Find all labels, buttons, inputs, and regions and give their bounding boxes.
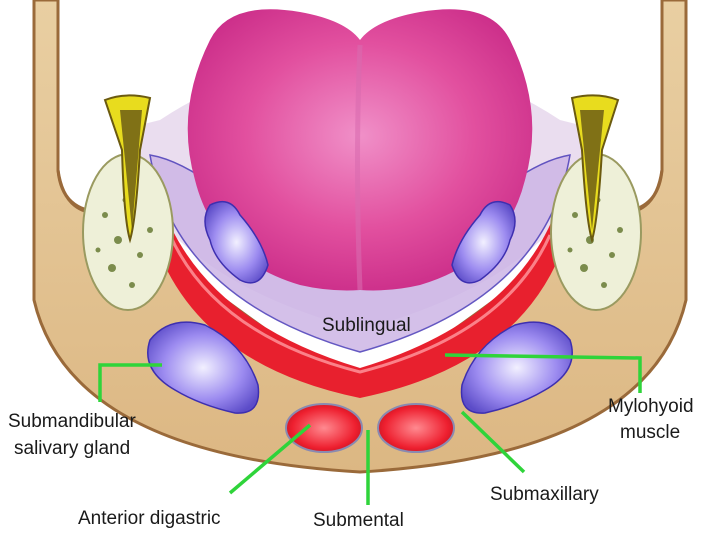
label-submandibular-line2: salivary gland — [14, 438, 130, 459]
label-sublingual: Sublingual — [322, 315, 411, 336]
label-submandibular-line1: Submandibular — [8, 411, 136, 432]
label-mylohyoid-line2: muscle — [620, 422, 680, 443]
label-submaxillary: Submaxillary — [490, 484, 599, 505]
label-submental: Submental — [313, 510, 404, 531]
tongue-median-groove — [358, 45, 361, 290]
digastric-belly-right — [378, 404, 454, 452]
digastric-belly-left — [286, 404, 362, 452]
label-anterior-digastric: Anterior digastric — [78, 508, 221, 529]
label-mylohyoid-line1: Mylohyoid — [608, 396, 694, 417]
